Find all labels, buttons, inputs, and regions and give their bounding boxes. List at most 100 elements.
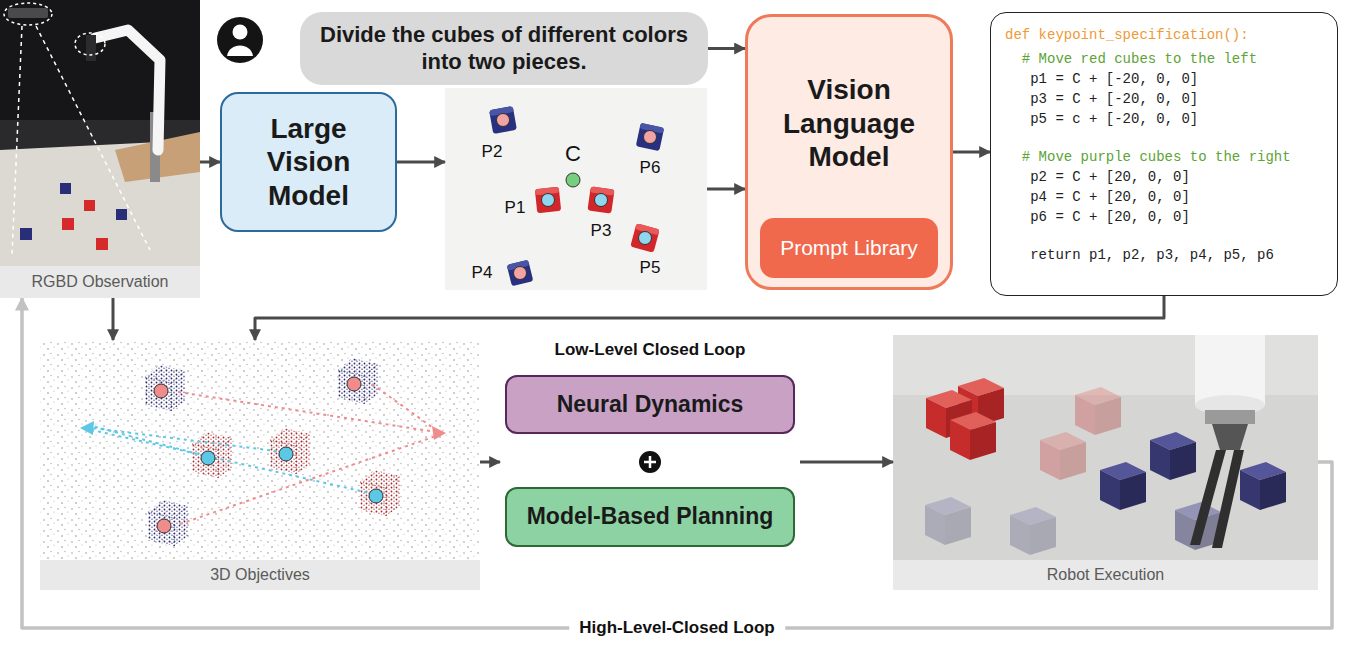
illustration-part bbox=[75, 33, 105, 55]
illustration-part bbox=[507, 260, 534, 287]
execution-photo-frame: Robot Execution bbox=[893, 335, 1318, 590]
illustration-part bbox=[644, 456, 656, 468]
library-label: Prompt Library bbox=[770, 235, 928, 260]
illustration-part bbox=[92, 430, 374, 494]
point-cloud bbox=[40, 340, 480, 560]
illustration-part bbox=[1205, 410, 1255, 424]
keypoint-image: P2CP6P1P3P4P5 bbox=[445, 88, 707, 290]
illustration-part bbox=[92, 426, 374, 494]
objectives-photo-frame: 3D Objectives bbox=[40, 340, 480, 590]
flow-arrow bbox=[800, 461, 893, 464]
illustration-part bbox=[60, 183, 71, 194]
model-name: Large Vision Model bbox=[232, 112, 385, 213]
illustration-part bbox=[1150, 432, 1196, 480]
code-line: p3 = C + [-20, 0, 0] bbox=[1005, 89, 1323, 109]
code-line: def keypoint_specification(): bbox=[1005, 25, 1323, 45]
flow-arrow bbox=[22, 298, 1332, 628]
illustration-part bbox=[630, 223, 659, 252]
code-line: return p1, p2, p3, p4, p5, p6 bbox=[1005, 245, 1323, 265]
illustration-part bbox=[489, 106, 517, 134]
illustration-part bbox=[1195, 335, 1265, 405]
observation-photo-frame: RGBD Observation bbox=[0, 0, 200, 298]
keypoint-label: P3 bbox=[591, 222, 612, 241]
illustration-part bbox=[566, 173, 580, 187]
illustration-part bbox=[270, 434, 310, 474]
loop-group: Low-Level Closed LoopNeural DynamicsMode… bbox=[500, 338, 800, 556]
illustration-part bbox=[92, 428, 284, 452]
flow-arrow bbox=[397, 161, 445, 164]
language-model-box: Vision Language ModelPrompt Library bbox=[745, 14, 953, 290]
observation-photo bbox=[0, 0, 200, 266]
illustration-part bbox=[1100, 462, 1146, 510]
prompt-library-box: Prompt Library bbox=[760, 218, 938, 278]
keypoint-label: P2 bbox=[482, 143, 503, 162]
photo-caption: RGBD Observation bbox=[0, 266, 200, 298]
flow-arrow bbox=[200, 161, 220, 164]
illustration-part bbox=[1240, 462, 1286, 510]
illustration-part bbox=[587, 186, 614, 213]
illustration-part bbox=[497, 114, 510, 127]
flow-arrow bbox=[708, 47, 745, 50]
illustration-part bbox=[1075, 387, 1121, 435]
illustration-part bbox=[639, 451, 661, 473]
illustration-part bbox=[595, 194, 608, 207]
illustration-part bbox=[338, 358, 378, 404]
illustration-part bbox=[178, 384, 436, 524]
illustration-part bbox=[0, 0, 200, 266]
flow-arrow bbox=[112, 298, 115, 340]
illustration-part bbox=[514, 267, 527, 280]
instruction-bubble: Divide the cubes of different colors int… bbox=[300, 12, 708, 85]
flow-arrow bbox=[707, 188, 745, 191]
group-heading: Low-Level Closed Loop bbox=[500, 340, 800, 360]
illustration-part bbox=[95, 30, 160, 150]
keypoint-label: P6 bbox=[640, 159, 661, 178]
robot-photo bbox=[893, 335, 1318, 560]
illustration-part bbox=[86, 35, 96, 61]
illustration-part bbox=[893, 335, 1318, 560]
illustration-part bbox=[535, 187, 561, 213]
illustration-part bbox=[192, 432, 232, 478]
illustration-part bbox=[154, 384, 168, 398]
module-label: Model-Based Planning bbox=[517, 503, 783, 531]
instruction-text: Divide the cubes of different colors int… bbox=[318, 22, 690, 75]
illustration-part bbox=[8, 8, 48, 18]
illustration-part bbox=[445, 88, 707, 290]
illustration-part bbox=[192, 432, 232, 478]
code-box: def keypoint_specification(): # Move red … bbox=[990, 12, 1338, 296]
illustration-part bbox=[432, 426, 446, 440]
code-line: p6 = C + [20, 0, 0] bbox=[1005, 207, 1323, 227]
dynamics-box: Neural Dynamics bbox=[505, 375, 795, 434]
keypoint-label: P4 bbox=[472, 264, 493, 283]
code-line: p1 = C + [-20, 0, 0] bbox=[1005, 69, 1323, 89]
illustration-part bbox=[636, 123, 664, 151]
flow-arrow bbox=[953, 151, 990, 154]
illustration-part bbox=[178, 392, 436, 432]
illustration-part bbox=[12, 26, 22, 255]
illustration-part bbox=[233, 25, 248, 40]
keypoint-label: P5 bbox=[640, 259, 661, 278]
keypoint-label: P1 bbox=[505, 199, 526, 218]
illustration-part bbox=[84, 200, 95, 211]
photo-caption: Robot Execution bbox=[893, 560, 1318, 590]
code-line: p4 = C + [20, 0, 0] bbox=[1005, 187, 1323, 207]
illustration-part bbox=[950, 412, 996, 460]
illustration-part bbox=[145, 365, 185, 411]
illustration-part bbox=[217, 17, 263, 63]
illustration-part bbox=[360, 476, 400, 516]
illustration-part bbox=[148, 506, 188, 546]
illustration-part bbox=[630, 223, 659, 252]
illustration-part bbox=[40, 340, 480, 560]
illustration-part bbox=[489, 106, 517, 134]
module-label: Neural Dynamics bbox=[517, 391, 783, 419]
loop-label: High-Level-Closed Loop bbox=[569, 618, 785, 638]
illustration-part bbox=[0, 0, 200, 120]
illustration-part bbox=[587, 186, 614, 213]
illustration-part bbox=[644, 131, 657, 144]
illustration-part bbox=[925, 497, 971, 545]
illustration-part bbox=[1010, 507, 1056, 555]
user-icon bbox=[217, 17, 263, 63]
code-line: # Move red cubes to the left bbox=[1005, 49, 1323, 69]
illustration-part bbox=[145, 371, 185, 411]
illustration-part bbox=[116, 209, 127, 220]
